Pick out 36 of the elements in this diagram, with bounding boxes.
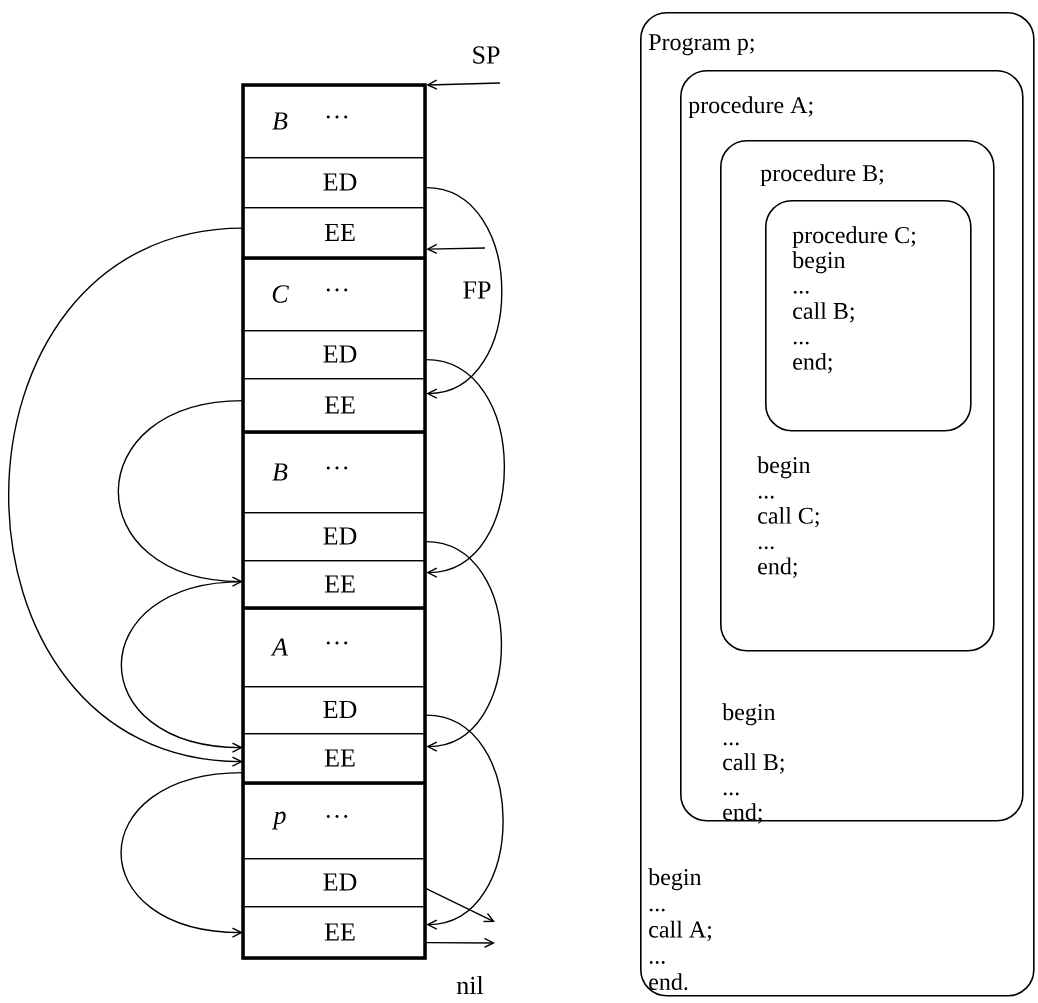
node-label: A <box>270 638 289 656</box>
arrow <box>426 243 486 255</box>
node-label: p <box>271 811 286 830</box>
pointer-label: SP <box>473 46 500 64</box>
arrow <box>120 580 244 753</box>
stack-cell: EE <box>243 560 427 610</box>
arrow <box>425 937 495 949</box>
node-label: … <box>326 466 348 470</box>
stack-cell: EE <box>243 378 427 434</box>
node-label: B <box>272 463 288 481</box>
arrow <box>425 540 503 752</box>
stack-cell: ED <box>243 330 427 380</box>
stack-cell: EE <box>243 207 427 260</box>
pointer-label: FP <box>463 281 491 299</box>
pointer-label: nil <box>456 976 484 994</box>
stack-cell: ED <box>243 157 427 209</box>
arrow <box>425 358 506 578</box>
node-label: B <box>272 112 288 130</box>
arrow <box>117 399 244 587</box>
arrow <box>426 79 501 90</box>
arrow <box>7 227 244 767</box>
arrow <box>425 186 503 399</box>
arrow <box>120 771 244 938</box>
node-label: … <box>326 814 348 819</box>
arrow <box>425 714 504 930</box>
node-label: … <box>326 288 348 292</box>
stack-cell: ED <box>243 858 427 908</box>
node-label: C <box>272 285 289 303</box>
stack-cell: EE <box>243 906 427 960</box>
stack-cell: ED <box>243 686 427 735</box>
node-label: … <box>326 115 348 119</box>
stack-cell: EE <box>243 733 427 785</box>
code-block: procedure C; begin ... call B; ... end; <box>765 200 972 432</box>
arrow <box>425 887 495 923</box>
node-label: … <box>326 641 348 645</box>
stack-cell: ED <box>243 512 427 562</box>
